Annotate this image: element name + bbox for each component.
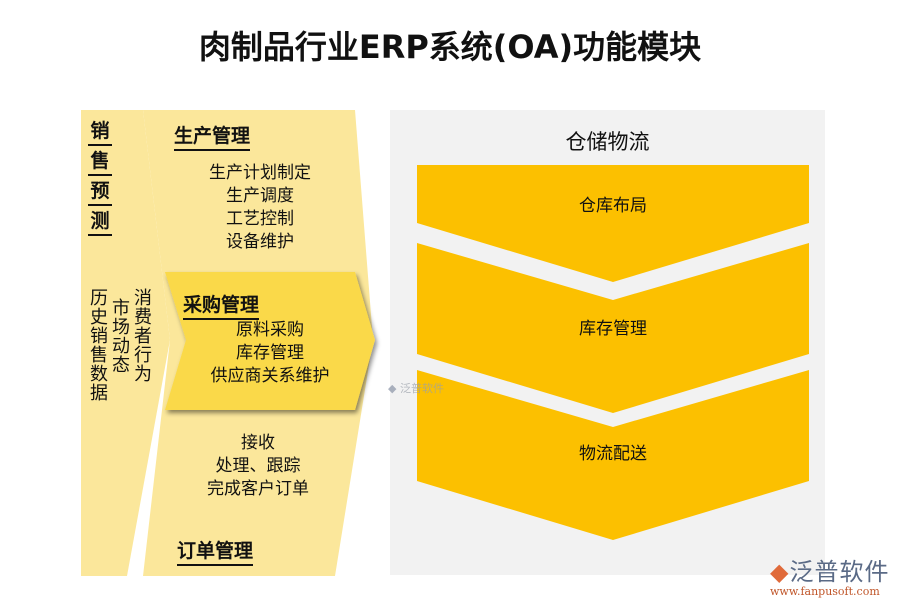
logo-icon: ◆ [770,558,790,586]
forecast-item-market: 市场动态 [109,298,130,374]
production-items: 生产计划制定 生产调度 工艺控制 设备维护 [190,162,330,254]
order-items: 接收 处理、跟踪 完成客户订单 [188,432,328,501]
production-item: 生产计划制定 [209,163,311,183]
purchasing-box [165,272,375,410]
brand-logo: ◆泛普软件 www.fanpusoft.com [770,552,889,598]
chevron-1 [417,165,809,282]
warehouse-step-inventory: 库存管理 [579,319,647,339]
purchasing-title: 采购管理 [183,290,260,320]
title-char: 销 [88,118,112,146]
order-item: 处理、跟踪 [215,456,301,476]
purchasing-item: 供应商关系维护 [210,366,330,386]
warehouse-step-layout: 仓库布局 [579,196,647,216]
page-title: 肉制品行业ERP系统(OA)功能模块 [198,28,702,66]
warehouse-title: 仓储物流 [565,130,650,154]
purchasing-items: 原料采购 库存管理 供应商关系维护 [200,319,340,388]
sales-forecast-title: 销 售 预 测 [88,118,112,238]
watermark-text: 泛普软件 [399,382,444,395]
production-item: 生产调度 [226,186,294,206]
watermark-small: ◆ 泛普软件 [388,380,444,396]
purchasing-item: 库存管理 [236,343,304,363]
title-char: 预 [88,178,112,206]
title-char: 测 [88,208,112,236]
brand-name: 泛普软件 [789,558,890,586]
production-item: 设备维护 [226,232,294,252]
chevron-2 [417,243,809,413]
production-title: 生产管理 [174,121,251,151]
chevron-3 [417,370,809,540]
production-item: 工艺控制 [226,209,294,229]
logo-icon: ◆ [388,382,397,395]
order-item: 完成客户订单 [207,479,309,499]
brand-url: www.fanpusoft.com [770,585,880,598]
forecast-item-history: 历史销售数据 [87,288,108,402]
orders-title: 订单管理 [177,536,254,566]
purchasing-item: 原料采购 [236,320,304,340]
title-char: 售 [88,148,112,176]
warehouse-step-logistics: 物流配送 [579,444,647,464]
sales-forecast-strip [81,110,170,576]
forecast-item-consumer: 消费者行为 [131,288,152,383]
order-item: 接收 [241,433,275,453]
